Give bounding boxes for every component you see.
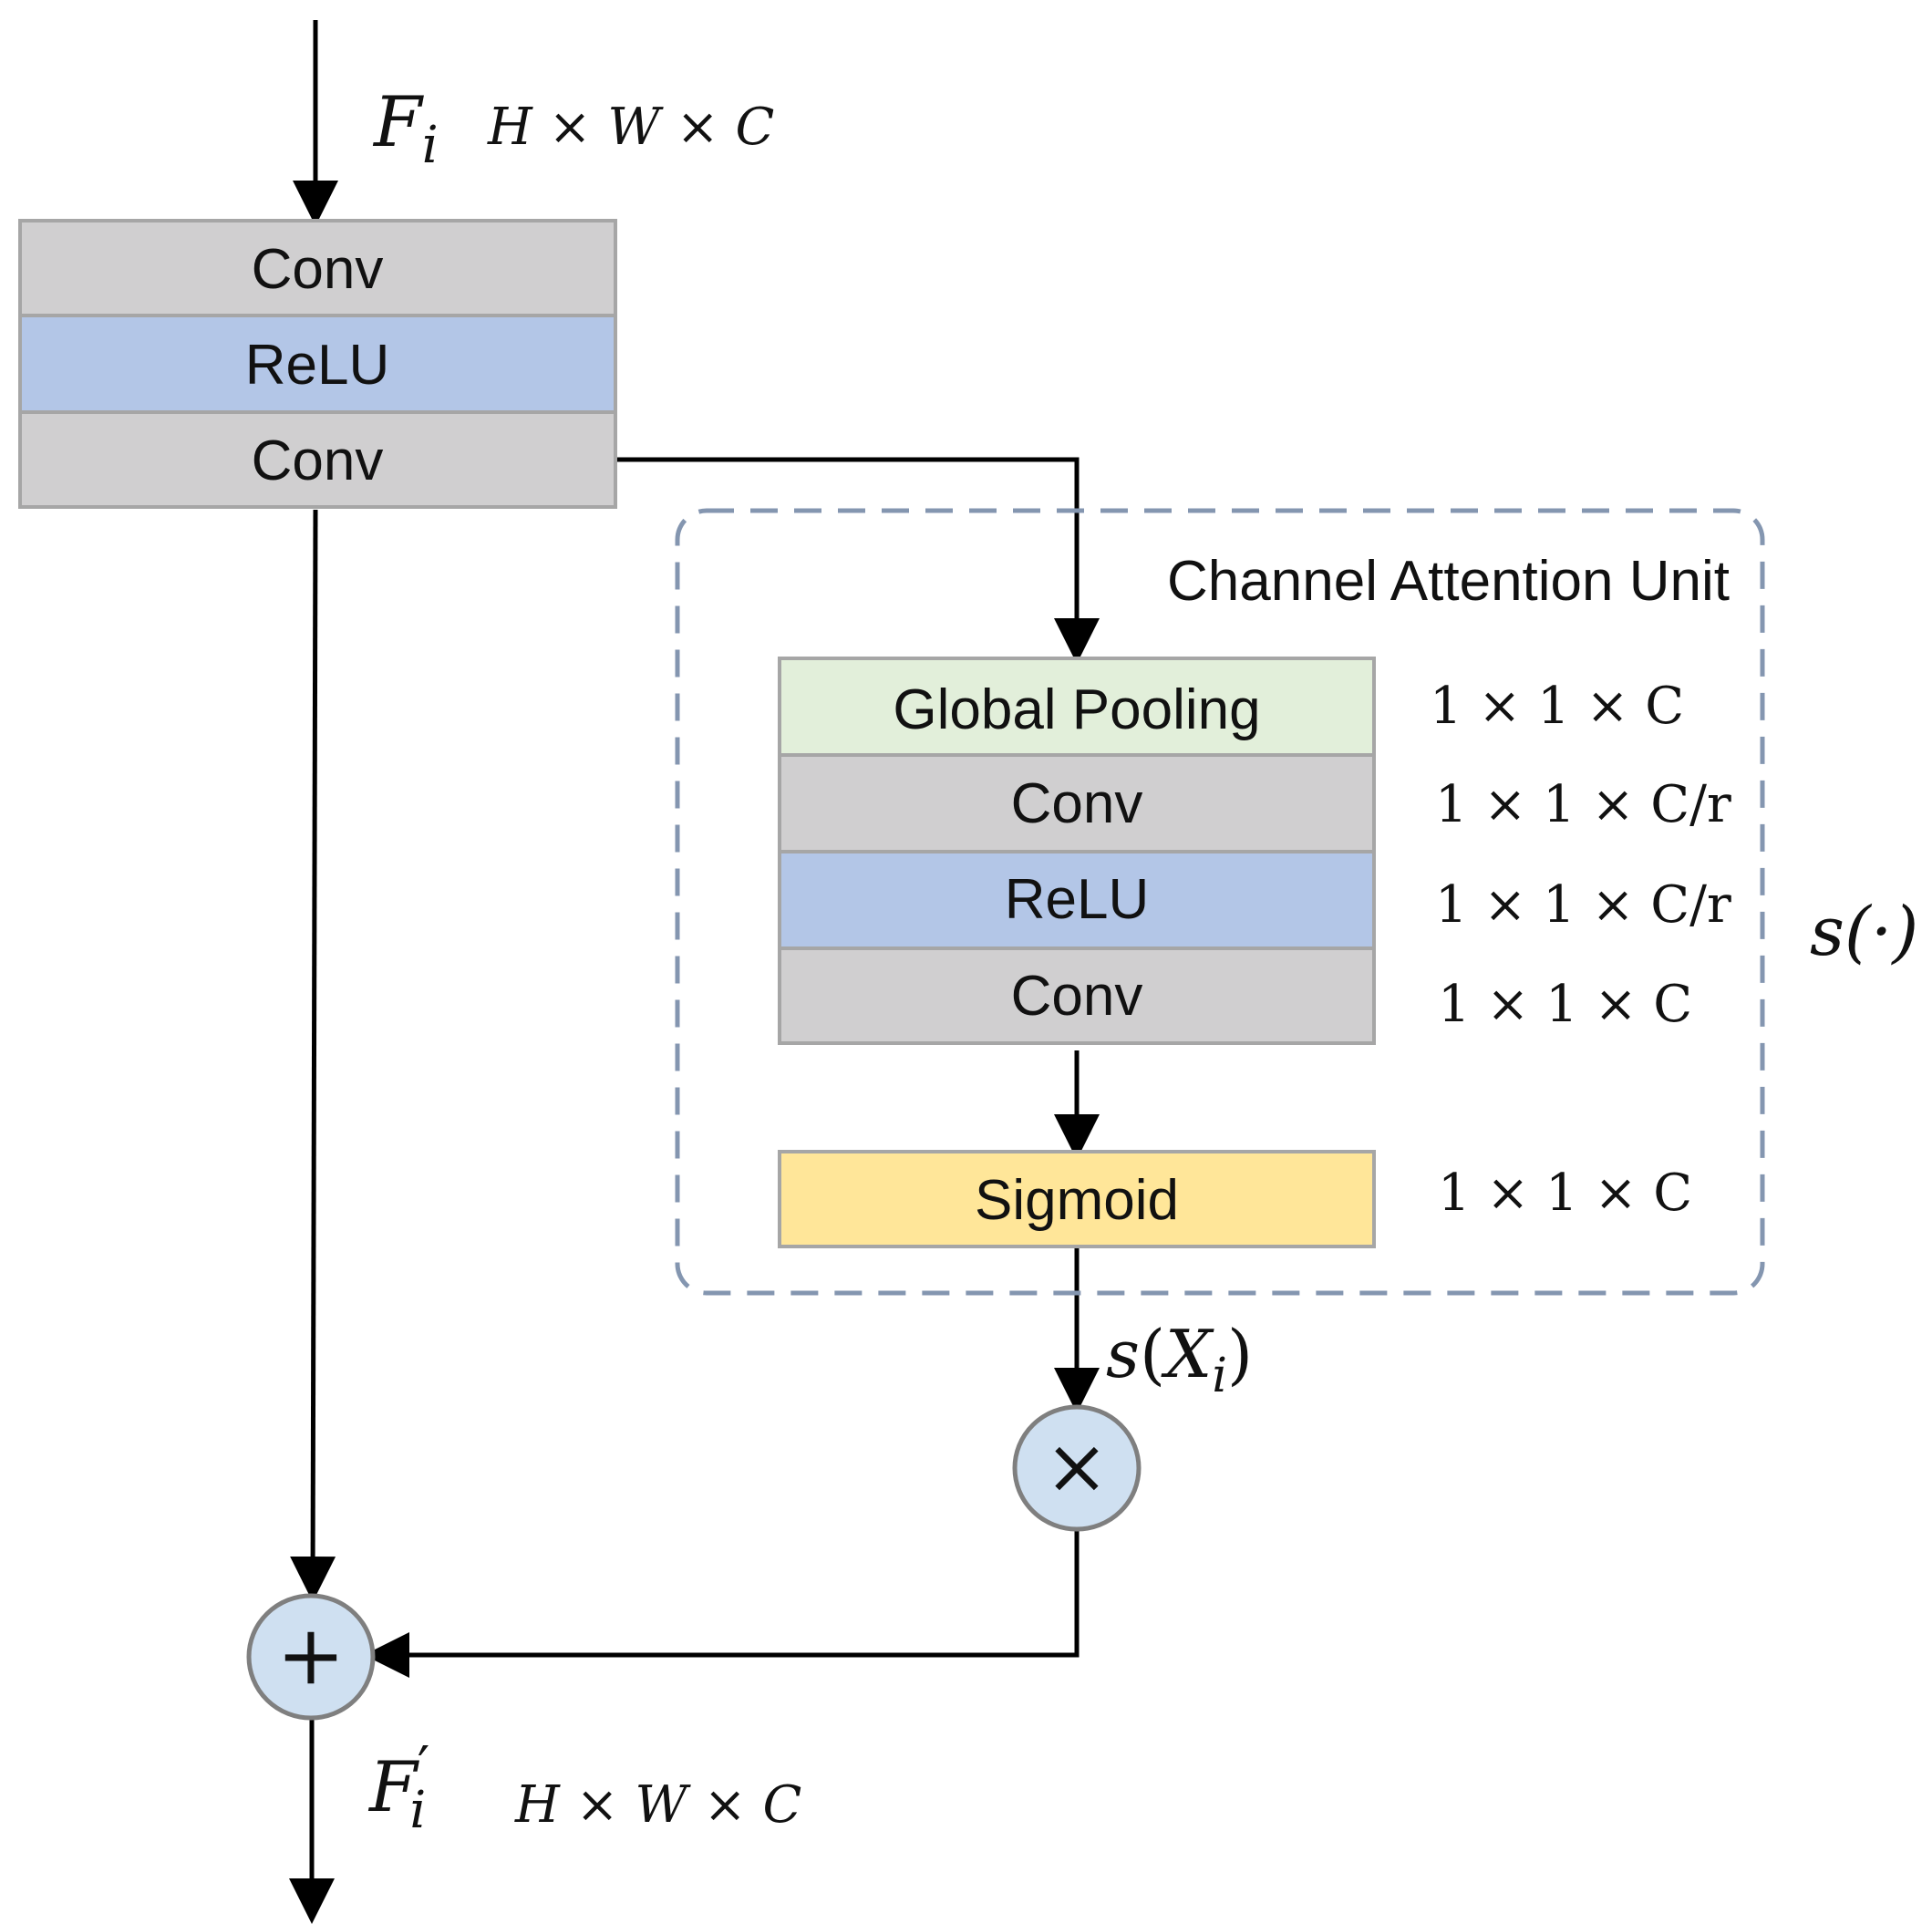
residual-relu-label: ReLU <box>245 334 390 397</box>
residual-relu: ReLU <box>18 314 617 414</box>
multiply-to-add-arrow <box>364 1530 1080 1678</box>
output-times-2: × <box>687 1775 763 1835</box>
add-node: + <box>246 1593 376 1721</box>
attention-output-function: s <box>1106 1316 1140 1392</box>
attention-output-label: s(Xi) <box>1106 1316 1253 1403</box>
branch-to-attention-arrow <box>615 457 1100 664</box>
input-times-1: × <box>532 98 608 157</box>
residual-conv-1-label: Conv <box>252 238 384 301</box>
output-prime: ′ <box>418 1735 430 1799</box>
attention-relu: ReLU <box>778 850 1376 950</box>
attention-conv-1-label: Conv <box>1011 772 1143 835</box>
output-dim-h: H <box>514 1775 561 1835</box>
global-pooling-dims: 1 × 1 × C <box>1430 677 1684 736</box>
input-times-2: × <box>660 98 736 157</box>
residual-conv-2: Conv <box>18 410 617 509</box>
residual-conv-2-box <box>18 410 617 509</box>
output-subscript: i <box>409 1781 426 1840</box>
svg-text:H × W × C: H × W × C <box>514 1775 801 1835</box>
sigmoid-label: Sigmoid <box>975 1169 1179 1232</box>
attention-conv-2: Conv <box>778 946 1376 1045</box>
add-circle <box>246 1593 376 1721</box>
multiply-node: × <box>1012 1404 1142 1532</box>
attention-output-close-paren: ) <box>1227 1316 1253 1392</box>
attention-conv-2-dims: 1 × 1 × C <box>1438 975 1692 1034</box>
input-dim-w: W <box>607 98 664 157</box>
multiply-circle <box>1012 1404 1142 1532</box>
channel-attention-unit: Channel Attention Unit Global Pooling Co… <box>675 508 1765 1296</box>
input-dim-c: C <box>735 98 774 157</box>
input-label: Fi H × W × C <box>372 81 774 175</box>
multiply-symbol: × <box>1045 1422 1109 1511</box>
svg-text:Fi: Fi <box>372 81 439 175</box>
attention-sigmoid: Sigmoid <box>778 1150 1376 1248</box>
output-dim-c: C <box>762 1775 801 1835</box>
svg-text:H × W × C: H × W × C <box>487 98 774 157</box>
output-dim-w: W <box>635 1775 691 1835</box>
input-symbol: F <box>372 81 424 162</box>
attention-conv-1-dims: 1 × 1 × C/r <box>1435 775 1731 834</box>
attention-output-argument: X <box>1161 1316 1214 1392</box>
output-times-1: × <box>560 1775 635 1835</box>
output-symbol: F <box>367 1746 419 1827</box>
attention-relu-dims: 1 × 1 × C/r <box>1435 875 1731 935</box>
sigmoid-dims: 1 × 1 × C <box>1438 1164 1692 1223</box>
input-subscript: i <box>422 116 439 175</box>
residual-conv-2-label: Conv <box>252 429 384 492</box>
global-pooling-label: Global Pooling <box>893 678 1260 741</box>
residual-block: Conv ReLU Conv <box>18 219 617 509</box>
attention-relu-label: ReLU <box>1005 868 1150 931</box>
attention-output-subscript: i <box>1212 1349 1227 1403</box>
svg-text:F′i: F′i <box>367 1735 429 1840</box>
attention-function-label: s(·) <box>1810 893 1918 971</box>
input-dim-h: H <box>487 98 533 157</box>
global-pooling-box <box>778 657 1376 757</box>
attention-conv-1: Conv <box>778 753 1376 853</box>
attention-global-pooling: Global Pooling <box>778 657 1376 757</box>
attention-output-open-paren: ( <box>1140 1316 1165 1392</box>
output-label: F′i H × W × C <box>367 1735 801 1840</box>
attention-unit-title: Channel Attention Unit <box>1167 550 1730 613</box>
attention-conv-1-box <box>778 753 1376 853</box>
sigmoid-box <box>778 1150 1376 1248</box>
attention-conv-2-label: Conv <box>1011 965 1143 1028</box>
residual-conv-1-box <box>18 219 617 317</box>
skip-connection-arrow <box>290 509 336 1602</box>
residual-conv-1: Conv <box>18 219 617 317</box>
add-symbol: + <box>276 1608 345 1703</box>
attention-conv-2-box <box>778 946 1376 1045</box>
attention-relu-box <box>778 850 1376 950</box>
